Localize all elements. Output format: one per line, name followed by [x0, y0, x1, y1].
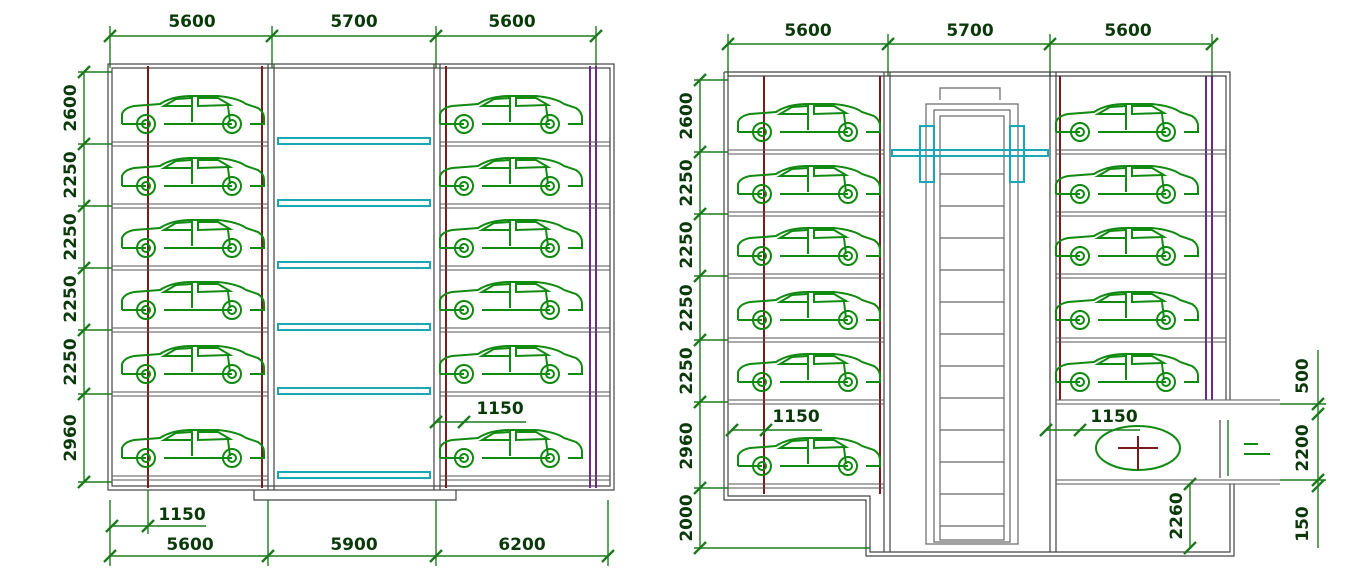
left-offset-dim-bottom: 1150 — [158, 505, 205, 525]
right-entry-dim-2: 2200 — [1293, 424, 1313, 471]
right-entry-dim-1: 500 — [1293, 358, 1313, 394]
right-side-dim-4: 2250 — [677, 284, 697, 331]
right-side-dim-2: 2250 — [677, 159, 697, 206]
left-side-dim-5: 2250 — [61, 338, 81, 385]
right-offset-dim-left: 1150 — [772, 407, 819, 427]
left-offset-dim-right: 1150 — [476, 399, 523, 419]
right-side-dim-1: 2600 — [677, 92, 697, 139]
right-side-dim-6: 2960 — [677, 422, 697, 469]
left-top-dim-2: 5700 — [330, 12, 377, 32]
right-pit-dim: 2260 — [1167, 492, 1187, 539]
left-side-dim-3: 2250 — [61, 213, 81, 260]
right-top-dim-1: 5600 — [784, 21, 831, 41]
right-top-dim-3: 5600 — [1104, 21, 1151, 41]
left-bottom-dim-3: 6200 — [498, 535, 545, 555]
right-top-dim-2: 5700 — [946, 21, 993, 41]
right-offset-dim-right: 1150 — [1090, 407, 1137, 427]
right-section: 5600 5700 5600 — [677, 21, 1326, 557]
left-side-dim-4: 2250 — [61, 275, 81, 322]
right-side-dim-3: 2250 — [677, 221, 697, 268]
right-side-dim-7: 2000 — [677, 494, 697, 541]
left-bottom-dim-1: 5600 — [166, 535, 213, 555]
left-side-dim-2: 2250 — [61, 151, 81, 198]
right-entry-dim-3: 150 — [1293, 506, 1313, 542]
left-side-dim-1: 2600 — [61, 84, 81, 131]
right-side-dim-5: 2250 — [677, 347, 697, 394]
left-bottom-dim-2: 5900 — [330, 535, 377, 555]
left-top-dim-1: 5600 — [168, 12, 215, 32]
left-elevation: 5600 5700 5600 — [61, 12, 615, 566]
left-top-dim-3: 5600 — [488, 12, 535, 32]
left-side-dim-6: 2960 — [61, 414, 81, 461]
